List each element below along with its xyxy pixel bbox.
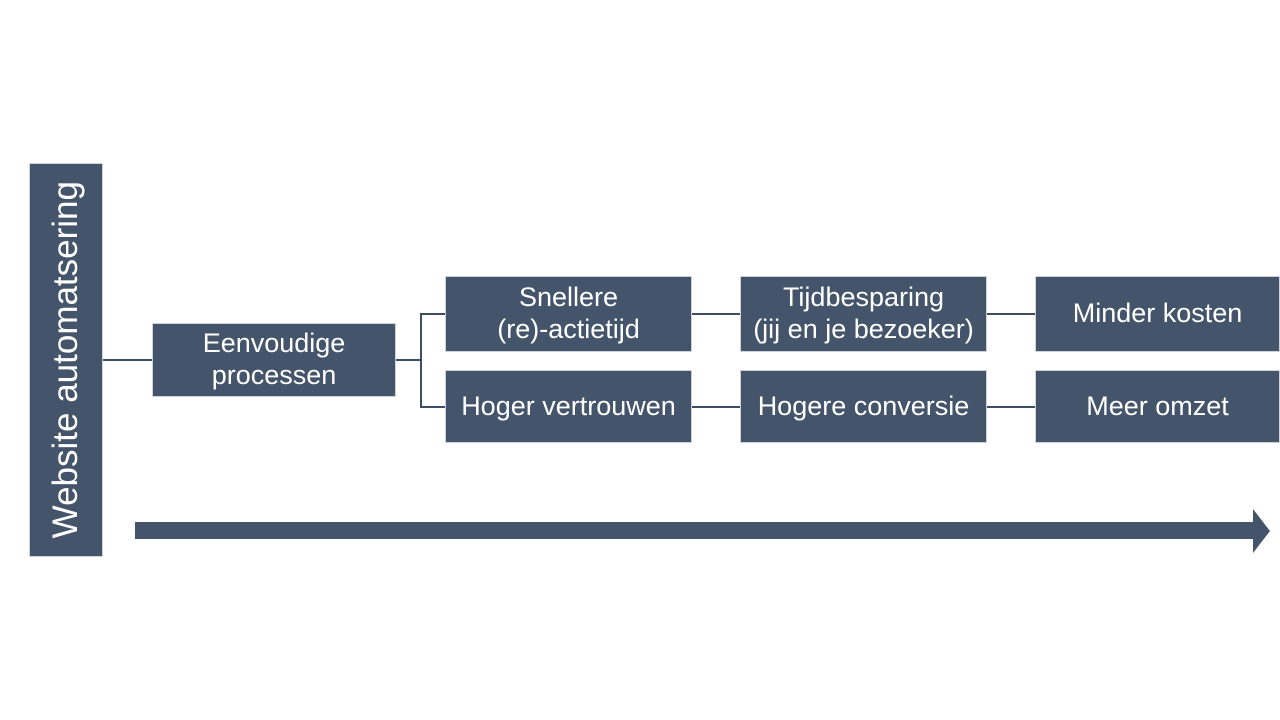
node-label: Eenvoudige processen xyxy=(202,328,346,390)
node-label: Tijdbesparing (jij en je bezoeker) xyxy=(753,282,974,344)
connector-row1-step1-step2 xyxy=(692,313,740,315)
node-snellere-reactietijd: Snellere (re)-actietijd xyxy=(445,276,692,352)
node-tijdbesparing: Tijdbesparing (jij en je bezoeker) xyxy=(740,276,987,352)
node-label: Hoger vertrouwen xyxy=(461,390,676,421)
timeline-arrow-bar xyxy=(135,522,1253,539)
node-label: Hogere conversie xyxy=(757,390,970,421)
connector-row1-step2-step3 xyxy=(987,313,1035,315)
node-hoger-vertrouwen: Hoger vertrouwen xyxy=(445,370,692,443)
node-label: Meer omzet xyxy=(1086,390,1229,421)
node-label: Snellere (re)-actietijd xyxy=(497,282,640,344)
node-meer-omzet: Meer omzet xyxy=(1035,370,1280,443)
node-minder-kosten: Minder kosten xyxy=(1035,276,1280,352)
title-box: Website automatsering xyxy=(29,163,103,557)
connector-root-to-branch xyxy=(396,359,421,361)
node-eenvoudige-processen: Eenvoudige processen xyxy=(152,323,396,397)
connector-branch-to-row1 xyxy=(420,313,445,315)
timeline-arrow-head-icon xyxy=(1253,509,1270,553)
connector-branch-vertical xyxy=(420,313,422,407)
connector-branch-to-row2 xyxy=(420,406,445,408)
node-label: Minder kosten xyxy=(1072,298,1243,329)
title-label: Website automatsering xyxy=(46,181,85,539)
connector-row2-step2-step3 xyxy=(987,406,1035,408)
node-hogere-conversie: Hogere conversie xyxy=(740,370,987,443)
connector-title-to-root xyxy=(103,359,152,361)
connector-row2-step1-step2 xyxy=(692,406,740,408)
